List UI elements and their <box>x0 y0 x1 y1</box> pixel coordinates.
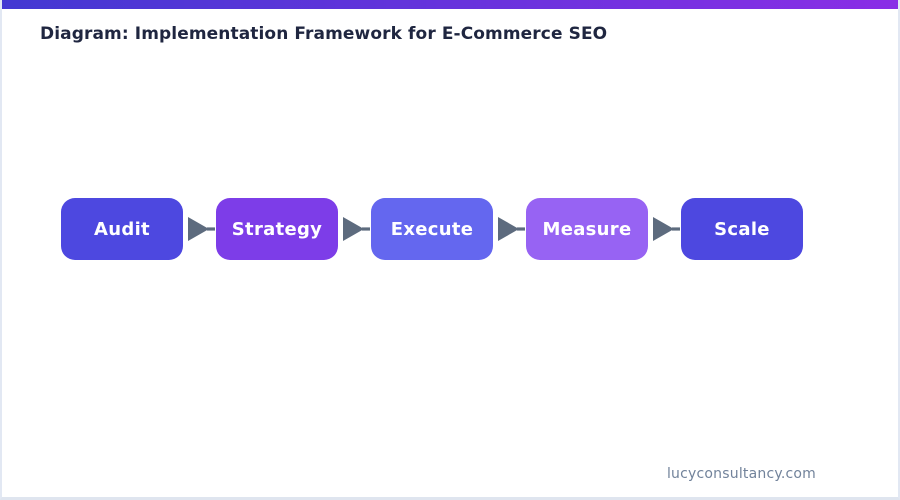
step-box-strategy: Strategy <box>216 198 338 260</box>
step-box-scale: Scale <box>681 198 803 260</box>
accent-topbar <box>2 0 898 9</box>
right-arrow-icon <box>493 198 526 260</box>
step-box-audit: Audit <box>61 198 183 260</box>
process-flow: Audit Strategy Execute Measure <box>61 198 803 260</box>
page-title: Diagram: Implementation Framework for E-… <box>40 24 608 44</box>
right-arrow-icon <box>338 198 371 260</box>
right-arrow-icon <box>183 198 216 260</box>
step-box-execute: Execute <box>371 198 493 260</box>
footer-website-label: lucyconsultancy.com <box>666 466 816 482</box>
step-box-measure: Measure <box>526 198 648 260</box>
right-arrow-icon <box>648 198 681 260</box>
